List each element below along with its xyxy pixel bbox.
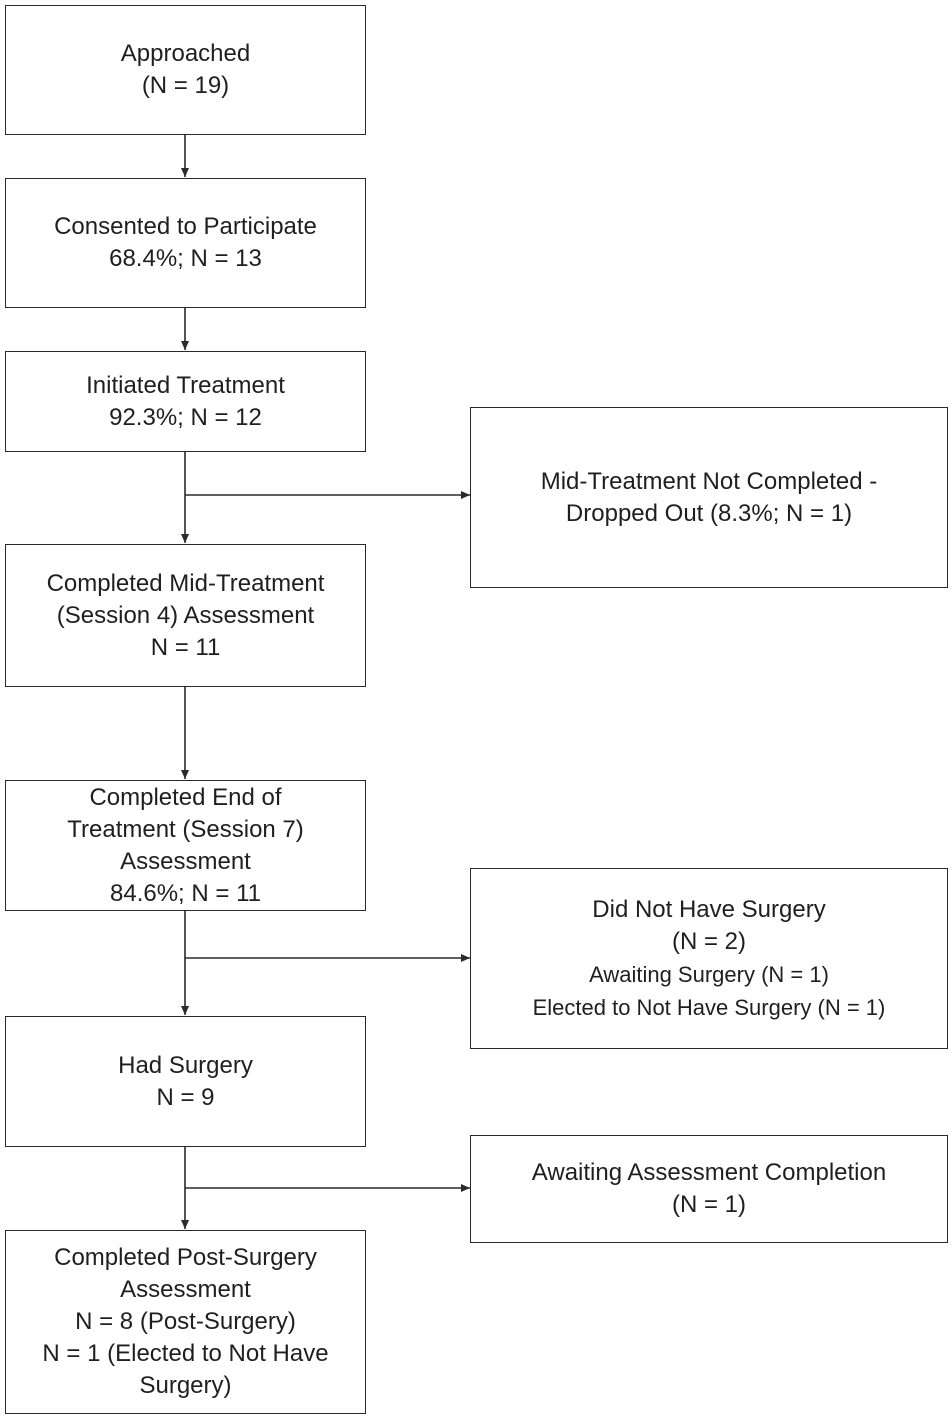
no-surgery-line-3: Awaiting Surgery (N = 1) bbox=[589, 961, 829, 987]
end-treatment-line-3: Assessment bbox=[120, 847, 251, 875]
end-treatment-line-4: 84.6%; N = 11 bbox=[110, 879, 261, 907]
approached-box: Approached (N = 19) bbox=[5, 5, 366, 135]
awaiting-assessment-box: Awaiting Assessment Completion (N = 1) bbox=[470, 1135, 948, 1243]
no-surgery-line-4: Elected to Not Have Surgery (N = 1) bbox=[532, 994, 886, 1020]
end-treatment-line-1: Completed End of bbox=[89, 783, 282, 811]
no-surgery-line-1: Did Not Have Surgery bbox=[592, 895, 826, 923]
post-surgery-line-5: Surgery) bbox=[139, 1372, 232, 1399]
end-treatment-box: Completed End of Treatment (Session 7) A… bbox=[5, 780, 366, 911]
approached-line-2: (N = 19) bbox=[141, 72, 230, 99]
had-surgery-line-1: Had Surgery bbox=[118, 1051, 253, 1079]
awaiting-assessment-line-2: (N = 1) bbox=[671, 1191, 746, 1218]
post-surgery-line-2: Assessment bbox=[120, 1276, 251, 1303]
dropped-out-line-1: Mid-Treatment Not Completed - bbox=[540, 467, 878, 495]
consented-box: Consented to Participate 68.4%; N = 13 bbox=[5, 178, 366, 308]
no-surgery-box: Did Not Have Surgery (N = 2) Awaiting Su… bbox=[470, 868, 948, 1049]
had-surgery-box: Had Surgery N = 9 bbox=[5, 1016, 366, 1147]
consented-line-1: Consented to Participate bbox=[54, 213, 317, 240]
consented-line-2: 68.4%; N = 13 bbox=[109, 245, 262, 272]
dropped-out-line-2: Dropped Out (8.3%; N = 1) bbox=[565, 499, 853, 527]
no-surgery-line-2: (N = 2) bbox=[671, 927, 746, 955]
initiated-line-2: 92.3%; N = 12 bbox=[109, 403, 262, 431]
dropped-out-box: Mid-Treatment Not Completed - Dropped Ou… bbox=[470, 407, 948, 588]
mid-treatment-line-1: Completed Mid-Treatment bbox=[46, 569, 325, 597]
post-surgery-line-1: Completed Post-Surgery bbox=[54, 1244, 317, 1271]
had-surgery-line-2: N = 9 bbox=[156, 1083, 215, 1111]
approached-line-1: Approached bbox=[120, 40, 251, 67]
mid-treatment-box: Completed Mid-Treatment (Session 4) Asse… bbox=[5, 544, 366, 687]
awaiting-assessment-line-1: Awaiting Assessment Completion bbox=[531, 1159, 887, 1186]
end-treatment-line-2: Treatment (Session 7) bbox=[67, 815, 304, 843]
mid-treatment-line-2: (Session 4) Assessment bbox=[56, 601, 315, 629]
post-surgery-line-3: N = 8 (Post-Surgery) bbox=[75, 1308, 296, 1335]
mid-treatment-line-3: N = 11 bbox=[150, 633, 221, 661]
post-surgery-line-4: N = 1 (Elected to Not Have bbox=[42, 1340, 329, 1367]
initiated-line-1: Initiated Treatment bbox=[86, 371, 285, 399]
initiated-treatment-box: Initiated Treatment 92.3%; N = 12 bbox=[5, 351, 366, 452]
post-surgery-box: Completed Post-Surgery Assessment N = 8 … bbox=[5, 1230, 366, 1414]
